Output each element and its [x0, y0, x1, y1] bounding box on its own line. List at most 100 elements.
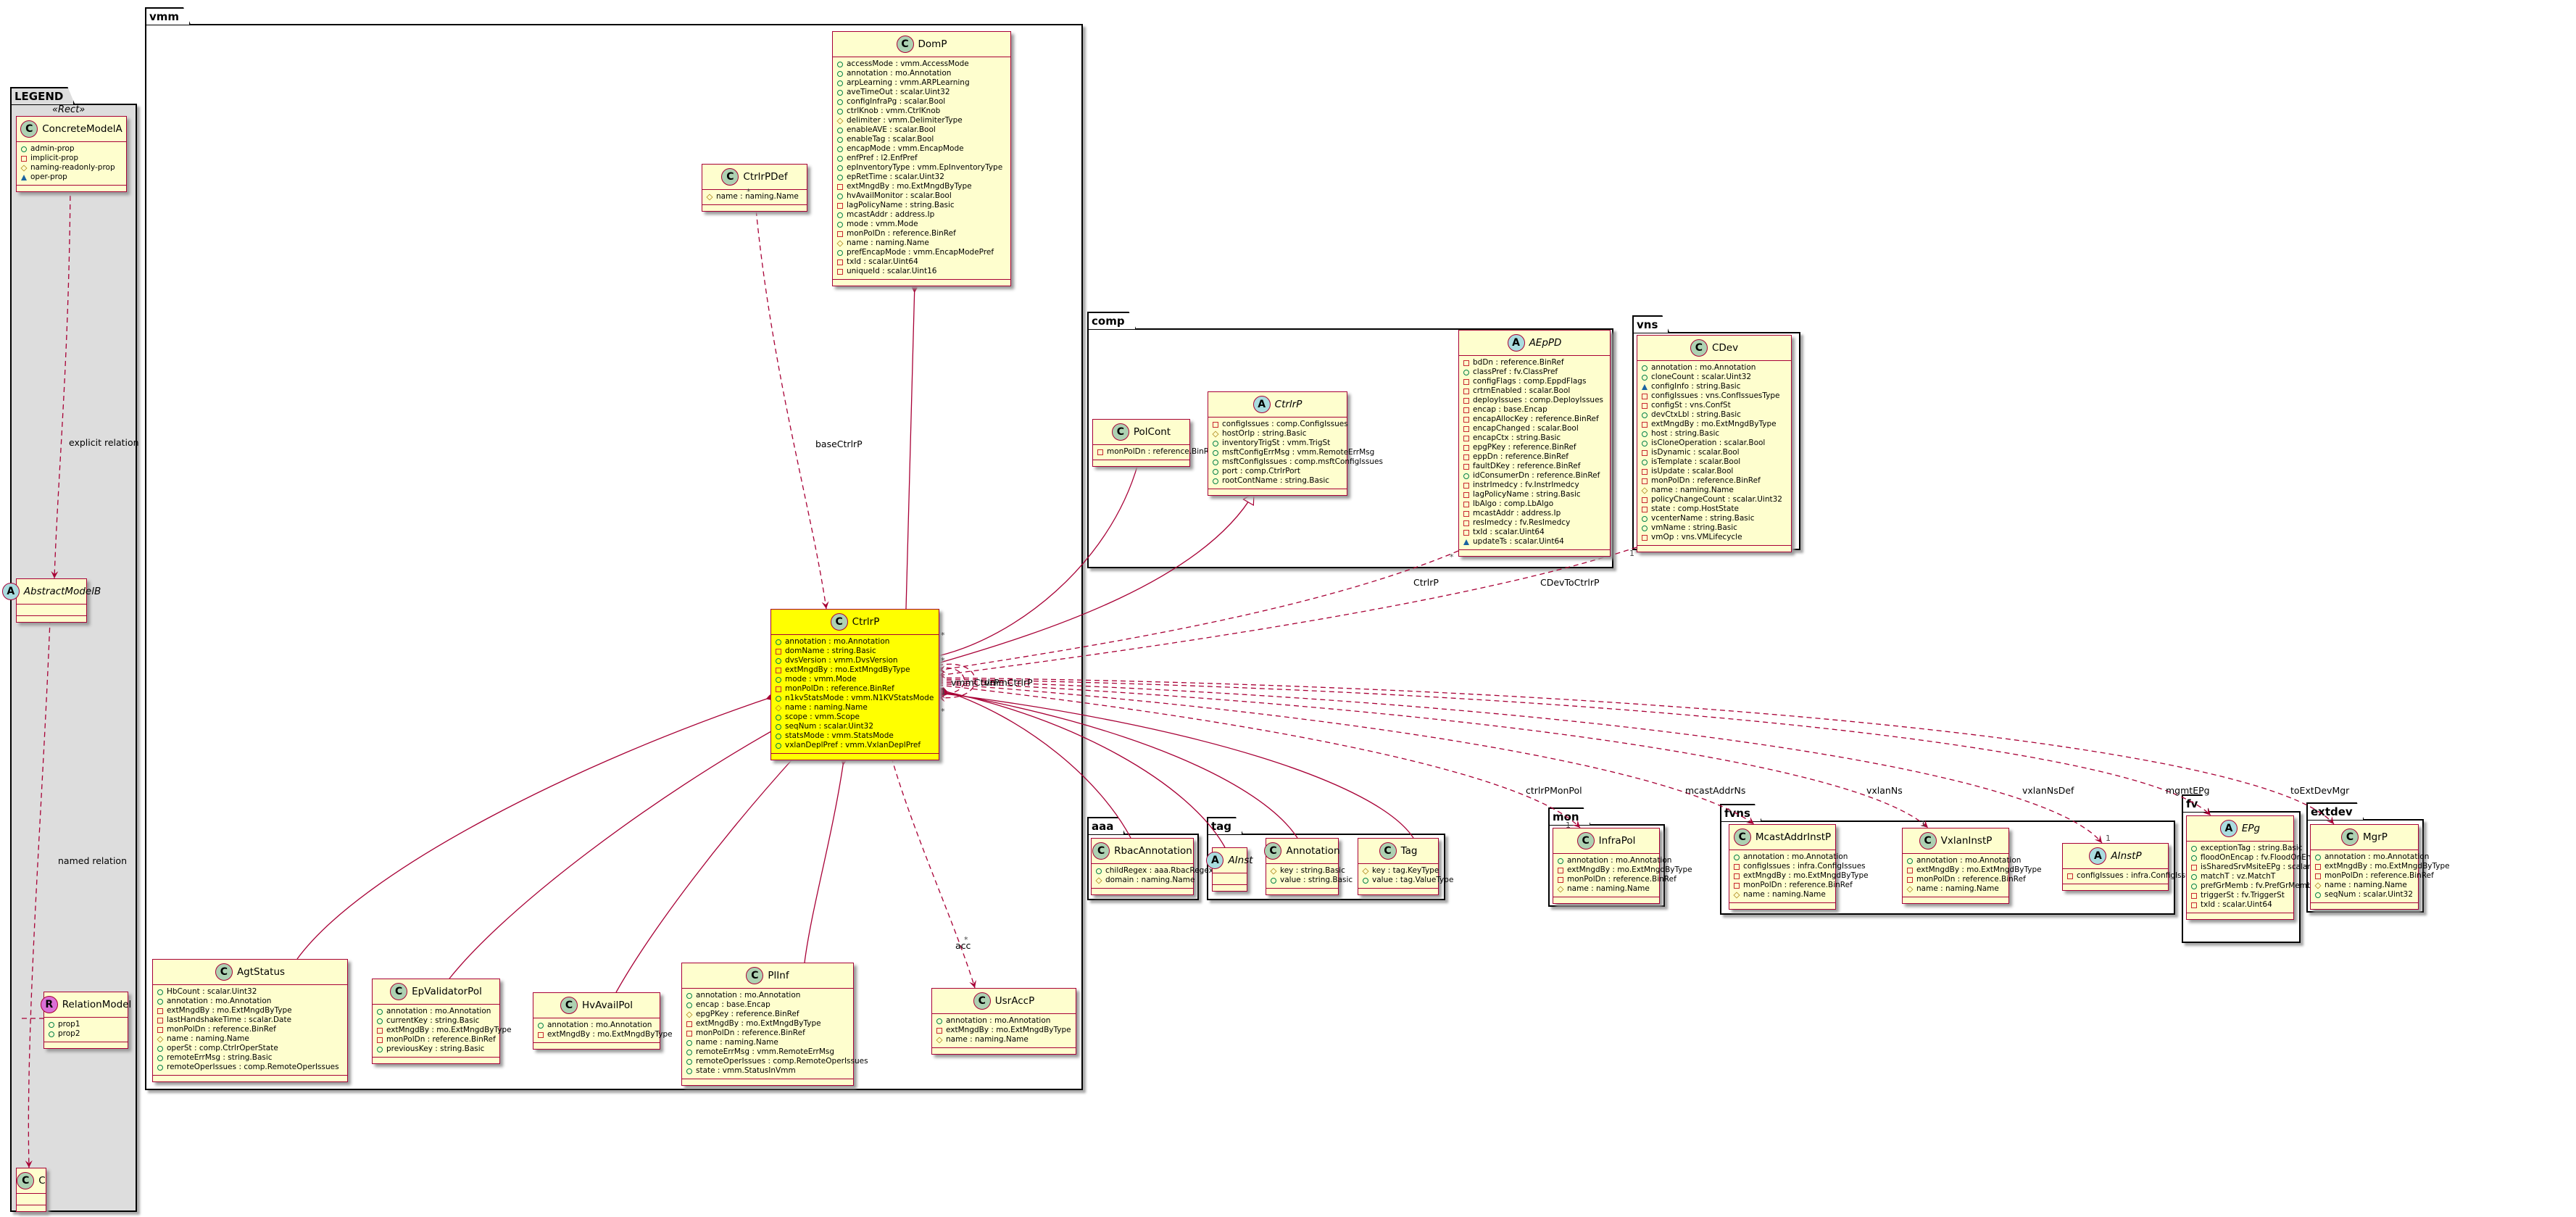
edge-label-mgmt: mgmtEPg	[2166, 785, 2210, 796]
abstract-class-icon: A	[2219, 820, 2238, 837]
attribute-row: extMngdBy : mo.ExtMngdByType	[686, 1019, 849, 1029]
private-visibility-icon	[1907, 867, 1913, 873]
attribute-row: key : tag.KeyType	[1362, 866, 1439, 876]
attribute-row: isCloneOperation : scalar.Bool	[1642, 439, 1787, 448]
public-visibility-icon	[1734, 854, 1740, 860]
class-name: UsrAccP	[994, 995, 1035, 1007]
protected-visibility-icon	[1095, 876, 1102, 884]
public-visibility-icon	[837, 127, 843, 133]
method-list	[1208, 489, 1347, 495]
attribute-list: name : naming.Name	[702, 190, 807, 205]
public-visibility-icon	[1642, 374, 1648, 381]
public-visibility-icon	[157, 989, 163, 995]
edge-label-vxlanDef: vxlanNsDef	[2022, 785, 2074, 796]
private-visibility-icon	[1642, 468, 1648, 475]
attribute-text: currentKey : string.Basic	[386, 1016, 480, 1025]
attribute-text: name : naming.Name	[1651, 486, 1734, 494]
multiplicity-label: *	[941, 656, 945, 665]
attribute-row: extMngdBy : mo.ExtMngdByType	[538, 1030, 673, 1039]
attribute-text: isSharedSrvMsiteEPg : scalar.Bool	[2201, 863, 2330, 871]
attribute-row: domain : naming.Name	[1095, 876, 1194, 885]
private-visibility-icon	[1642, 402, 1648, 409]
public-visibility-icon	[686, 992, 692, 999]
edge-label-baseCtrlrP: baseCtrlrP	[815, 439, 863, 449]
attribute-row: mode : vmm.Mode	[837, 220, 1006, 229]
private-visibility-icon	[157, 1026, 163, 1033]
attribute-row: uniqueId : scalar.Uint16	[837, 267, 1006, 276]
attribute-row: encapChanged : scalar.Bool	[1463, 424, 1605, 433]
private-visibility-icon	[1642, 478, 1648, 484]
public-visibility-icon	[157, 1045, 163, 1052]
attribute-text: policyChangeCount : scalar.Uint32	[1651, 495, 1782, 504]
attribute-row: remoteErrMsg : string.Basic	[157, 1053, 343, 1063]
multiplicity-label: *	[747, 187, 751, 196]
private-visibility-icon	[1463, 491, 1469, 498]
attribute-row: extMngdBy : mo.ExtMngdByType	[1642, 420, 1787, 429]
attribute-row: annotation : mo.Annotation	[1907, 856, 2021, 865]
attribute-row: extMngdBy : mo.ExtMngdByType	[377, 1026, 512, 1035]
package-label: vns	[1632, 315, 1669, 333]
attribute-text: annotation : mo.Annotation	[785, 637, 890, 646]
private-visibility-icon	[1642, 449, 1648, 456]
attribute-text: oper-prop	[30, 173, 67, 181]
class-icon: C	[1264, 842, 1282, 860]
attribute-text: scope : vmm.Scope	[785, 713, 860, 721]
attribute-row: isDynamic : scalar.Bool	[1642, 448, 1787, 457]
package-label: fv	[2182, 794, 2209, 812]
attribute-text: seqNum : scalar.Uint32	[2324, 890, 2414, 899]
package-label: tag	[1207, 817, 1243, 834]
attribute-row: annotation : mo.Annotation	[1642, 363, 1787, 373]
attribute-text: name : naming.Name	[167, 1034, 249, 1043]
public-visibility-icon	[1213, 478, 1218, 484]
attribute-text: isTemplate : scalar.Bool	[1651, 457, 1741, 466]
class-icon: C	[973, 992, 991, 1010]
method-list	[932, 1048, 1076, 1054]
private-visibility-icon	[1463, 482, 1469, 489]
attribute-text: cloneCount : scalar.Uint32	[1651, 373, 1752, 381]
protected-visibility-icon	[775, 704, 782, 712]
public-visibility-icon	[776, 723, 781, 730]
package-visibility-icon	[1642, 383, 1648, 390]
attribute-row: prefGrMemb : fv.PrefGrMemb	[2191, 881, 2312, 891]
legend-stereotype: «Rect»	[52, 104, 86, 115]
class-name: DomP	[918, 38, 947, 50]
attribute-text: idConsumerDn : reference.BinRef	[1473, 471, 1600, 480]
attribute-text: domain : naming.Name	[1105, 876, 1195, 884]
attribute-row: annotation : mo.Annotation	[1734, 852, 1848, 862]
public-visibility-icon	[837, 108, 843, 115]
attribute-row: configSt : vns.ConfSt	[1642, 401, 1787, 410]
attribute-text: monPolDn : reference.BinRef	[785, 684, 894, 693]
attribute-text: floodOnEncap : fv.FloodOnEncap	[2201, 853, 2325, 862]
attribute-row: encap : base.Encap	[1463, 405, 1605, 415]
class-icon: C	[721, 168, 739, 186]
private-visibility-icon	[1463, 378, 1469, 385]
